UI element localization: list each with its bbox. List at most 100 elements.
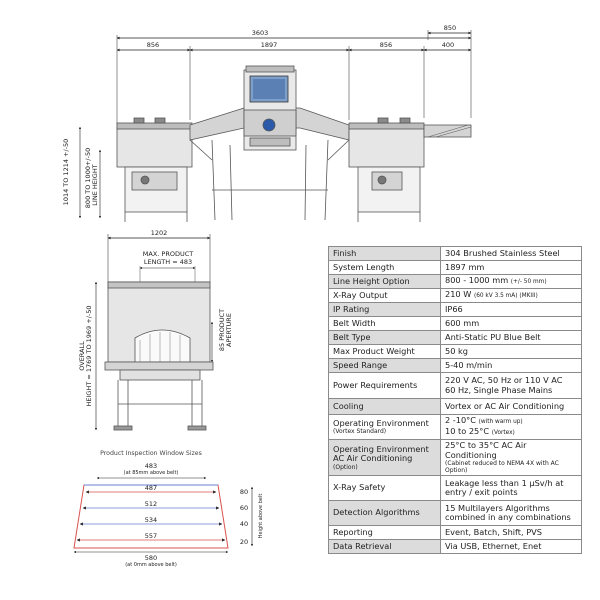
window-row-height: 80 (240, 488, 248, 496)
table-row: Detection Algorithms 15 Multilayers Algo… (328, 500, 582, 526)
spec-label: Cooling (328, 398, 441, 415)
spec-label: Operating Environment(Vortex Standard) (328, 414, 441, 440)
window-row: 557 20 (76, 532, 248, 546)
spec-label-note: (Vortex Standard) (333, 428, 387, 436)
window-side-label: Height above belt (258, 494, 264, 539)
spec-value: Via USB, Ethernet, Enet (440, 539, 582, 554)
spec-label: Data Retrieval (328, 539, 441, 554)
table-row: Speed Range 5-40 m/min (328, 358, 582, 373)
table-row: X-Ray Safety Leakage less than 1 µSv/h a… (328, 475, 582, 501)
spec-value: 50 kg (440, 344, 582, 359)
spec-value: IP66 (440, 302, 582, 317)
dim-height-range: 1014 TO 1214 +/-50 (62, 139, 70, 206)
spec-label: Belt Width (328, 316, 441, 331)
spec-value: 210 W (60 kV 3.5 mA) (MKIII) (440, 288, 582, 303)
spec-value: 304 Brushed Stainless Steel (440, 246, 582, 261)
dim-overall-line1: OVERALL (78, 341, 86, 371)
dim-overall-length: 3603 (252, 29, 269, 37)
machine-side (116, 65, 472, 222)
spec-label: Reporting (328, 525, 441, 540)
spec-label: IP Rating (328, 302, 441, 317)
spec-label: X-Ray Output (328, 288, 441, 303)
table-row: Belt Type Anti-Static PU Blue Belt (328, 330, 582, 345)
dim-middle-section: 1897 (261, 41, 278, 49)
spec-value-main: 2 -10°C (445, 414, 476, 425)
table-row: Reporting Event, Batch, Shift, PVS (328, 525, 582, 540)
spec-value: Anti-Static PU Blue Belt (440, 330, 582, 345)
spec-label: Line Height Option (328, 274, 441, 289)
spec-value: 5-40 m/min (440, 358, 582, 373)
spec-value-main: 210 W (445, 288, 472, 299)
window-bottom-note: (at 0mm above belt) (125, 562, 177, 568)
spec-label: X-Ray Safety (328, 475, 441, 501)
table-row: Max Product Weight 50 kg (328, 344, 582, 359)
table-row: Power Requirements 220 V AC, 50 Hz or 11… (328, 372, 582, 399)
spec-value: 1897 mm (440, 260, 582, 275)
spec-label-main: Operating Environment (333, 443, 429, 454)
window-bottom-value: 580 (145, 554, 157, 562)
table-row: System Length 1897 mm (328, 260, 582, 275)
spec-label: System Length (328, 260, 441, 275)
spec-value-line1: Leakage less than 1 µSv/h at (445, 477, 564, 488)
spec-value: 800 - 1000 mm (+/- 50 mm) (440, 274, 582, 289)
window-top-note: (at 85mm above belt) (124, 470, 179, 476)
side-elevation-view: 3603 850 856 1897 856 400 1014 TO 1214 +… (62, 24, 472, 222)
front-elevation-view: 1202 MAX. PRODUCT LENGTH = 483 85 PRODUC… (78, 229, 233, 431)
spec-value-line2: Conditioning (445, 449, 497, 460)
spec-label: Max Product Weight (328, 344, 441, 359)
dim-right-section: 856 (380, 41, 392, 49)
spec-value: 600 mm (440, 316, 582, 331)
window-row-width: 512 (145, 500, 157, 508)
dim-overall-line2: HEIGHT = 1769 TO 1969 +/-50 (85, 305, 93, 406)
dim-right-extension: 400 (442, 41, 454, 49)
spec-label: Speed Range (328, 358, 441, 373)
dim-max-product-line2: LENGTH = 483 (144, 258, 192, 266)
dim-right-total: 850 (444, 24, 456, 32)
table-row: X-Ray Output 210 W (60 kV 3.5 mA) (MKIII… (328, 288, 582, 303)
spec-value-note: (+/- 50 mm) (510, 278, 547, 285)
spec-label: Detection Algorithms (328, 500, 441, 526)
window-row-height: 40 (240, 520, 248, 528)
spec-value-note2: (Vortex) (491, 430, 515, 436)
spec-label: Finish (328, 246, 441, 261)
spec-value-line2: entry / exit points (445, 487, 518, 497)
window-row-height: 20 (240, 538, 248, 546)
spec-value-line2: combined in any combinations (445, 512, 571, 522)
spec-value-note: (60 kV 3.5 mA) (MKIII) (473, 292, 538, 299)
table-row: Belt Width 600 mm (328, 316, 582, 331)
spec-value-main: 800 - 1000 mm (445, 274, 509, 285)
table-row: IP Rating IP66 (328, 302, 582, 317)
dim-left-section: 856 (147, 41, 159, 49)
spec-label-line2: AC Air Conditioning (333, 453, 413, 463)
spec-value: Vortex or AC Air Conditioning (440, 398, 582, 415)
table-row: Operating Environment(Vortex Standard) 2… (328, 414, 582, 440)
spec-label-note: (Option) (333, 463, 358, 471)
table-row: Cooling Vortex or AC Air Conditioning (328, 398, 582, 415)
window-top-value: 483 (145, 462, 157, 470)
dim-line-height-label: LINE HEIGHT (91, 164, 99, 205)
specification-table: Finish 304 Brushed Stainless Steel Syste… (328, 246, 582, 554)
window-row: 487 80 (85, 484, 248, 496)
window-row-width: 487 (145, 484, 157, 492)
table-row: Data Retrieval Via USB, Ethernet, Enet (328, 539, 582, 554)
spec-value-note: (with warm up) (478, 418, 523, 425)
spec-label: Belt Type (328, 330, 441, 345)
spec-value-main2: 10 to 25°C (445, 426, 490, 436)
window-row-width: 534 (145, 516, 157, 524)
dim-aperture-line1: 85 PRODUCT (218, 309, 226, 351)
dim-front-width: 1202 (151, 229, 168, 237)
dim-max-product-line1: MAX. PRODUCT (143, 250, 193, 258)
window-row-width: 557 (145, 532, 157, 540)
spec-value-line1: 25°C to 35°C AC Air (445, 440, 527, 450)
table-row: Finish 304 Brushed Stainless Steel (328, 246, 582, 261)
spec-label: Power Requirements (328, 372, 441, 399)
window-title: Product Inspection Window Sizes (100, 450, 202, 457)
table-row: Line Height Option 800 - 1000 mm (+/- 50… (328, 274, 582, 289)
spec-value-line2: 60 Hz, Single Phase Mains (445, 384, 553, 395)
inspection-window-diagram: Product Inspection Window Sizes 483 (at … (73, 450, 264, 568)
